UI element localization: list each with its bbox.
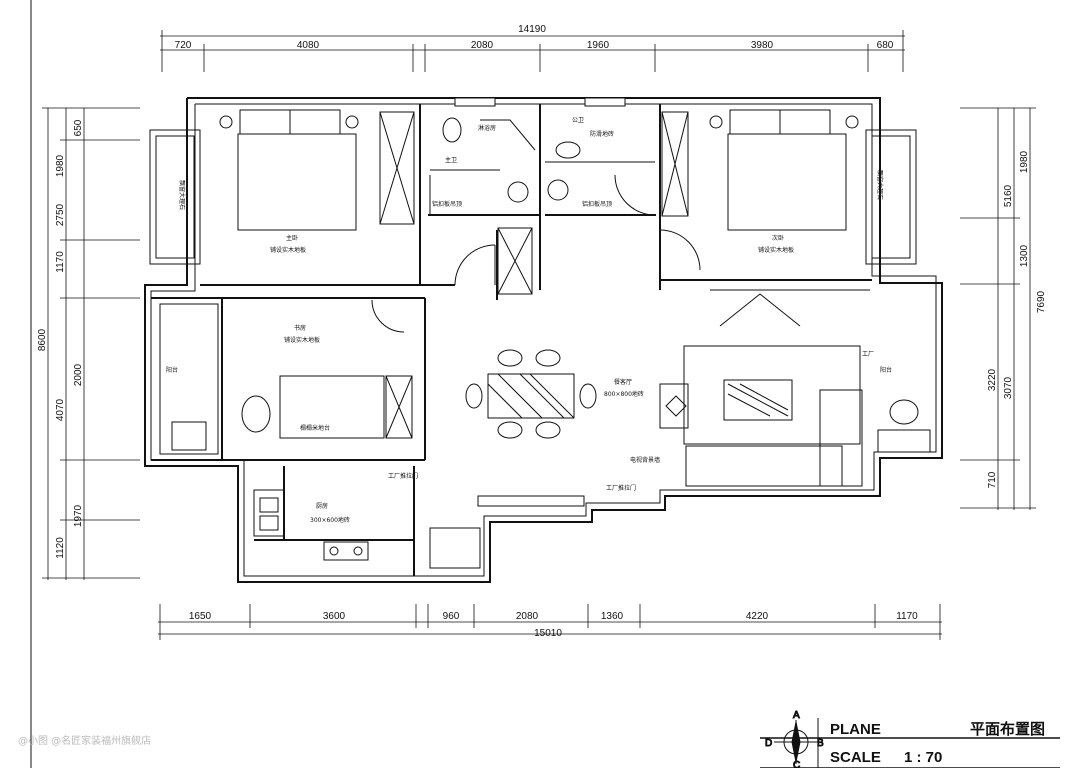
top-dim-4: 1960 — [587, 40, 610, 51]
svg-text:榻榻米地台: 榻榻米地台 — [300, 424, 330, 432]
bathroom-1 — [430, 117, 536, 203]
svg-text:铺设实木地板: 铺设实木地板 — [284, 336, 320, 344]
svg-text:阳台: 阳台 — [880, 366, 892, 374]
left-inner-dim-1: 650 — [73, 119, 84, 136]
svg-text:电视背景墙: 电视背景墙 — [630, 456, 660, 464]
interior-walls — [151, 104, 872, 576]
svg-text:工厂推拉门: 工厂推拉门 — [388, 472, 418, 480]
svg-text:800×800地砖: 800×800地砖 — [604, 390, 644, 398]
top-dim-5: 3980 — [751, 40, 774, 51]
left-inner-dim-5: 1970 — [73, 504, 84, 527]
right-inner-dim-1: 1980 — [1019, 150, 1030, 173]
watermark: @小图 @名匠家装福州旗舰店 — [18, 734, 151, 747]
bathroom-2 — [545, 141, 655, 201]
svg-text:飘窗大理石: 飘窗大理石 — [876, 170, 884, 200]
svg-text:飘窗大理石: 飘窗大理石 — [178, 180, 186, 210]
kitchen — [253, 489, 585, 569]
top-dim-6: 680 — [877, 40, 894, 51]
top-dim-3: 2080 — [471, 40, 494, 51]
study-labels: 书房 铺设实木地板 阳台 榻榻米地台 — [166, 324, 330, 432]
study-room — [159, 303, 413, 455]
bedroom-right — [661, 111, 859, 231]
top-dim-2: 4080 — [297, 40, 320, 51]
svg-text:主卫: 主卫 — [445, 156, 457, 164]
right-mid-dim-1: 5160 — [1003, 184, 1014, 207]
compass-east: B — [817, 738, 824, 749]
bedroom-right-floor: 铺设实木地板 — [758, 246, 794, 254]
svg-text:防滑地砖: 防滑地砖 — [590, 130, 614, 138]
svg-text:工厂: 工厂 — [862, 351, 874, 358]
top-total-dim: 14190 — [518, 24, 546, 35]
svg-text:书房: 书房 — [294, 324, 306, 332]
right-inner-dim-3: 3220 — [987, 368, 998, 391]
top-windows — [239, 97, 831, 135]
bottom-total-dim: 15010 — [534, 628, 562, 639]
doors — [371, 174, 701, 333]
bottom-dim-2: 3600 — [323, 611, 346, 622]
bathroom-1-labels: 淋浴房 主卫 铝扣板吊顶 — [432, 124, 496, 208]
top-dim-1: 720 — [175, 40, 192, 51]
compass-west: D — [765, 738, 772, 749]
bay-window-right — [865, 129, 917, 265]
top-dimension-chain: 14190 720 4080 2080 1960 3980 680 — [160, 24, 905, 72]
hall-closet — [497, 227, 533, 295]
scale-label: SCALE — [830, 749, 881, 766]
svg-text:厨房: 厨房 — [316, 502, 328, 510]
left-mid-dim-2: 4070 — [55, 398, 66, 421]
left-inner-dim-6: 1120 — [55, 537, 66, 559]
bay-window-labels: 飘窗大理石 飘窗大理石 — [178, 170, 884, 210]
right-mid-dim-2: 3070 — [1003, 376, 1014, 399]
bathroom-2-labels: 公卫 防滑地砖 铝扣板吊顶 — [572, 117, 614, 208]
master-bedroom-left — [219, 111, 415, 231]
svg-text:餐客厅: 餐客厅 — [614, 378, 632, 386]
right-inner-dim-4: 710 — [987, 471, 998, 488]
kitchen-labels: 厨房 300×600地砖 工厂推拉门 工厂推拉门 — [310, 472, 636, 524]
svg-text:铝扣板吊顶: 铝扣板吊顶 — [432, 200, 462, 208]
left-dimension-chain: 8600 2750 4070 650 1980 1170 2000 1970 1… — [37, 107, 140, 580]
plane-cn-label: 平面布置图 — [970, 720, 1045, 738]
left-inner-dim-3: 1170 — [55, 251, 66, 273]
master-bedroom-label: 主卧 — [286, 234, 298, 242]
left-inner-dim-4: 2000 — [73, 363, 84, 386]
svg-text:工厂推拉门: 工厂推拉门 — [606, 484, 636, 492]
right-outer-dim: 7690 — [1036, 290, 1047, 313]
right-inner-dim-2: 1300 — [1019, 244, 1030, 267]
compass-north: A — [793, 710, 800, 721]
bottom-dim-5: 1360 — [601, 611, 624, 622]
bedroom-right-label: 次卧 — [772, 234, 784, 242]
svg-text:阳台: 阳台 — [166, 366, 178, 374]
living-labels: 工厂 阳台 电视背景墙 — [630, 351, 892, 464]
right-dimension-chain: 5160 3070 1980 1300 3220 710 7690 — [960, 107, 1047, 510]
title-block: PLANE 平面布置图 SCALE 1 : 70 — [760, 718, 1060, 768]
exterior-walls — [144, 97, 943, 583]
scale-value: 1 : 70 — [904, 749, 942, 766]
bottom-dim-1: 1650 — [189, 611, 212, 622]
compass-icon: A C D B — [765, 710, 825, 768]
left-inner-dim-2: 1980 — [55, 154, 66, 177]
living-room — [659, 289, 931, 487]
svg-text:铝扣板吊顶: 铝扣板吊顶 — [582, 200, 612, 208]
bottom-dim-6: 4220 — [746, 611, 769, 622]
plane-label: PLANE — [830, 721, 881, 738]
svg-text:300×600地砖: 300×600地砖 — [310, 516, 350, 524]
bottom-dim-7: 1170 — [896, 611, 918, 622]
bottom-dim-4: 2080 — [516, 611, 539, 622]
bay-window-left — [149, 129, 201, 265]
svg-text:公卫: 公卫 — [572, 117, 584, 124]
bottom-dim-3: 960 — [443, 611, 460, 622]
bottom-dimension-chain: 1650 3600 960 2080 1360 4220 1170 15010 — [158, 604, 942, 640]
compass-south: C — [793, 760, 800, 768]
left-mid-dim-1: 2750 — [55, 203, 66, 226]
svg-text:淋浴房: 淋浴房 — [478, 124, 496, 132]
left-outer-dim: 8600 — [37, 328, 48, 351]
dining-table — [465, 349, 597, 439]
master-bedroom-floor: 铺设实木地板 — [270, 246, 306, 254]
dining-labels: 餐客厅 800×800地砖 — [604, 378, 644, 398]
